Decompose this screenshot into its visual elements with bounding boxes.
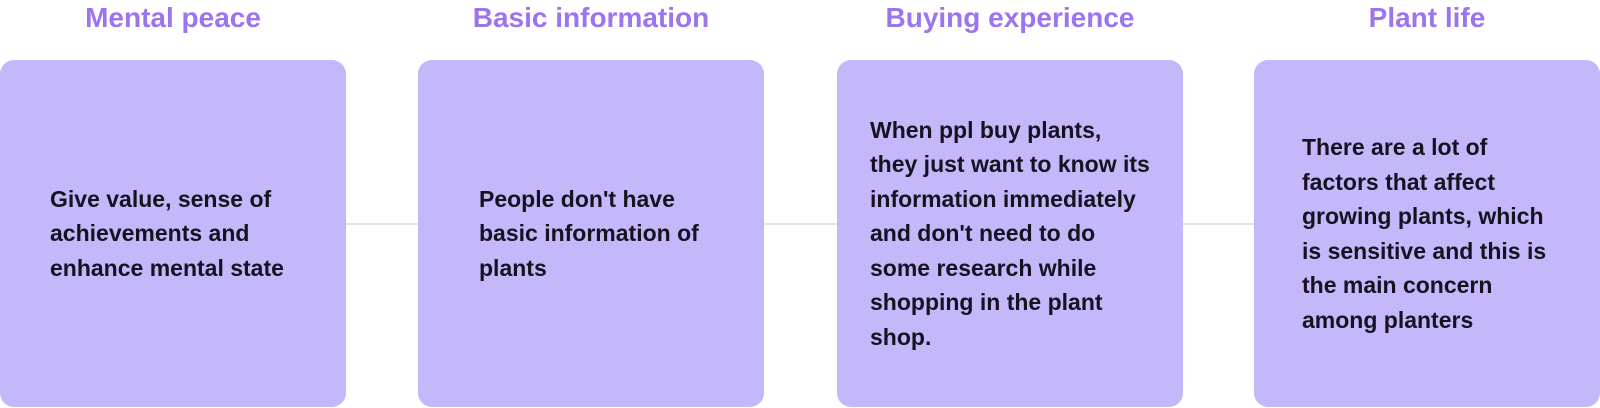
description-line: achievements and (50, 220, 250, 247)
description-line: People don't have (479, 185, 675, 212)
description-line: shopping in the plant (870, 289, 1103, 316)
stage-title: Mental peace (85, 2, 261, 33)
stage-buying-experience: Buying experience When ppl buy plants, t… (837, 0, 1183, 407)
description-line: factors that affect (1302, 168, 1495, 195)
description-line: basic information of (479, 220, 699, 247)
description-line: enhance mental state (50, 254, 284, 281)
stage-description: When ppl buy plants, they just want to k… (870, 113, 1150, 355)
description-line: is sensitive and this is (1302, 237, 1547, 264)
description-line: plants (479, 254, 547, 281)
description-line: they just want to know its (870, 151, 1150, 178)
stage-plant-life: Plant life There are a lot of factors th… (1254, 0, 1600, 407)
stage-description: Give value, sense of achievements and en… (50, 182, 284, 286)
description-line: Give value, sense of (50, 185, 272, 212)
description-line: There are a lot of (1302, 134, 1488, 160)
stage-card: When ppl buy plants, they just want to k… (837, 60, 1183, 407)
description-line: among planters (1302, 306, 1474, 333)
stage-card: Give value, sense of achievements and en… (0, 60, 346, 407)
stage-title: Buying experience (885, 2, 1135, 33)
stage-title: Plant life (1368, 2, 1486, 33)
stage-mental-peace: Mental peace Give value, sense of achiev… (0, 0, 346, 407)
description-line: shop. (870, 323, 932, 350)
stage-card: There are a lot of factors that affect g… (1254, 60, 1600, 407)
stage-description: People don't have basic information of p… (479, 182, 699, 286)
description-line: the main concern (1302, 272, 1493, 298)
description-line: growing plants, which (1302, 203, 1544, 229)
stage-card: People don't have basic information of p… (418, 60, 764, 407)
stage-title: Basic information (472, 2, 710, 33)
description-line: When ppl buy plants, (870, 116, 1102, 143)
description-line: and don't need to do (870, 220, 1096, 247)
description-line: information immediately (870, 185, 1136, 212)
connector-line (335, 223, 1260, 225)
description-line: some research while (870, 254, 1097, 281)
stage-description: There are a lot of factors that affect g… (1302, 130, 1546, 337)
stage-basic-information: Basic information People don't have basi… (418, 0, 764, 407)
